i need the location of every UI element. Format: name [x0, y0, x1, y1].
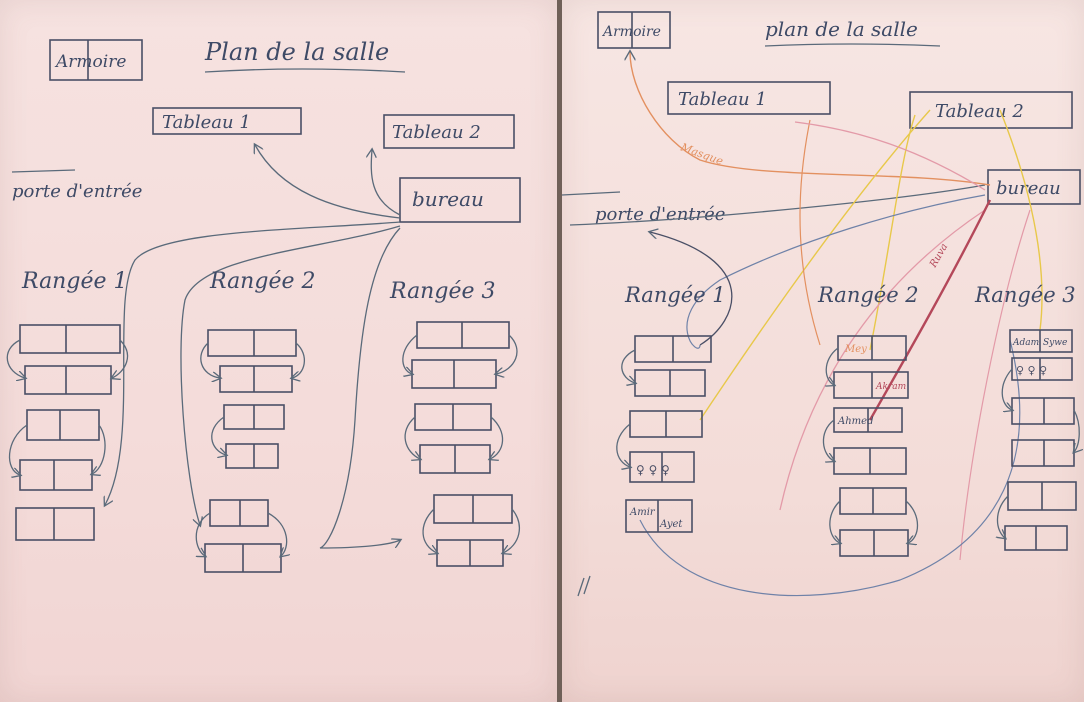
- left-door-label: porte d'entrée: [12, 181, 142, 202]
- left-tableau2-box: [383, 114, 515, 149]
- right-door-label: porte d'entrée: [595, 204, 725, 225]
- left-row2-label: Rangée 2: [209, 269, 315, 294]
- right-tableau2-label: Tableau 2: [935, 101, 1024, 122]
- left-row3-label: Rangée 3: [389, 279, 495, 304]
- right-row3-desks: Adam Sywe ♀ ♀ ♀: [997, 329, 1079, 551]
- left-row3-desks: [402, 321, 520, 567]
- right-sheet: [562, 0, 1084, 702]
- right-row1-desks: ♀ ♀ ♀ Amir Ayet: [616, 335, 712, 533]
- red-path: [868, 199, 992, 421]
- student-name-mey: Mey: [844, 344, 867, 355]
- right-row1-label: Rangée 1: [624, 283, 726, 307]
- student-name-amir: Amir: [629, 507, 656, 518]
- sheet-divider: [557, 0, 562, 702]
- left-tableau2-label: Tableau 2: [392, 122, 481, 143]
- student-name-adam: Adam: [1012, 338, 1039, 348]
- right-armoire-label: Armoire: [601, 24, 661, 40]
- left-sheet: [0, 0, 557, 702]
- left-tableau1-box: [152, 107, 302, 135]
- left-plan: Armoire Plan de la salle Tableau 1 Table…: [6, 38, 521, 573]
- student-icons-row3: ♀ ♀ ♀: [1016, 364, 1047, 377]
- masque-label: Masque: [678, 140, 725, 168]
- left-armoire-label: Armoire: [54, 52, 126, 72]
- left-title: Plan de la salle: [204, 38, 389, 66]
- yellow-path-1: [699, 109, 931, 421]
- right-plan: Armoire plan de la salle Tableau 1 Table…: [561, 11, 1081, 597]
- right-row2-desks: Mey Akram Ahmed: [822, 335, 919, 557]
- student-name-ahmed: Ahmed: [837, 416, 873, 427]
- left-armoire-box: [49, 39, 143, 81]
- right-title: plan de la salle: [765, 17, 918, 41]
- student-name-sywe: Sywe: [1043, 338, 1067, 348]
- left-row1-label: Rangée 1: [21, 269, 127, 294]
- ruva-label: Ruva: [928, 242, 951, 271]
- right-tableau1-label: Tableau 1: [678, 89, 767, 110]
- left-row2-desks: [195, 329, 305, 573]
- student-name-ayet: Ayet: [659, 519, 683, 530]
- student-name-akram: Akram: [875, 382, 906, 392]
- right-bureau-box: [987, 169, 1081, 205]
- right-row3-label: Rangée 3: [974, 283, 1076, 307]
- right-tableau2-box: [909, 91, 1073, 129]
- right-bureau-label: bureau: [996, 178, 1061, 199]
- left-row1-desks: [6, 324, 129, 541]
- student-icons-row1: ♀ ♀ ♀: [636, 463, 670, 477]
- orange-path: [630, 52, 991, 186]
- right-armoire-box: [597, 11, 671, 49]
- left-bureau-label: bureau: [412, 187, 484, 211]
- right-tableau1-box: [667, 81, 831, 115]
- right-row2-label: Rangée 2: [817, 283, 919, 307]
- left-tableau1-label: Tableau 1: [162, 112, 251, 133]
- left-bureau-box: [399, 177, 521, 223]
